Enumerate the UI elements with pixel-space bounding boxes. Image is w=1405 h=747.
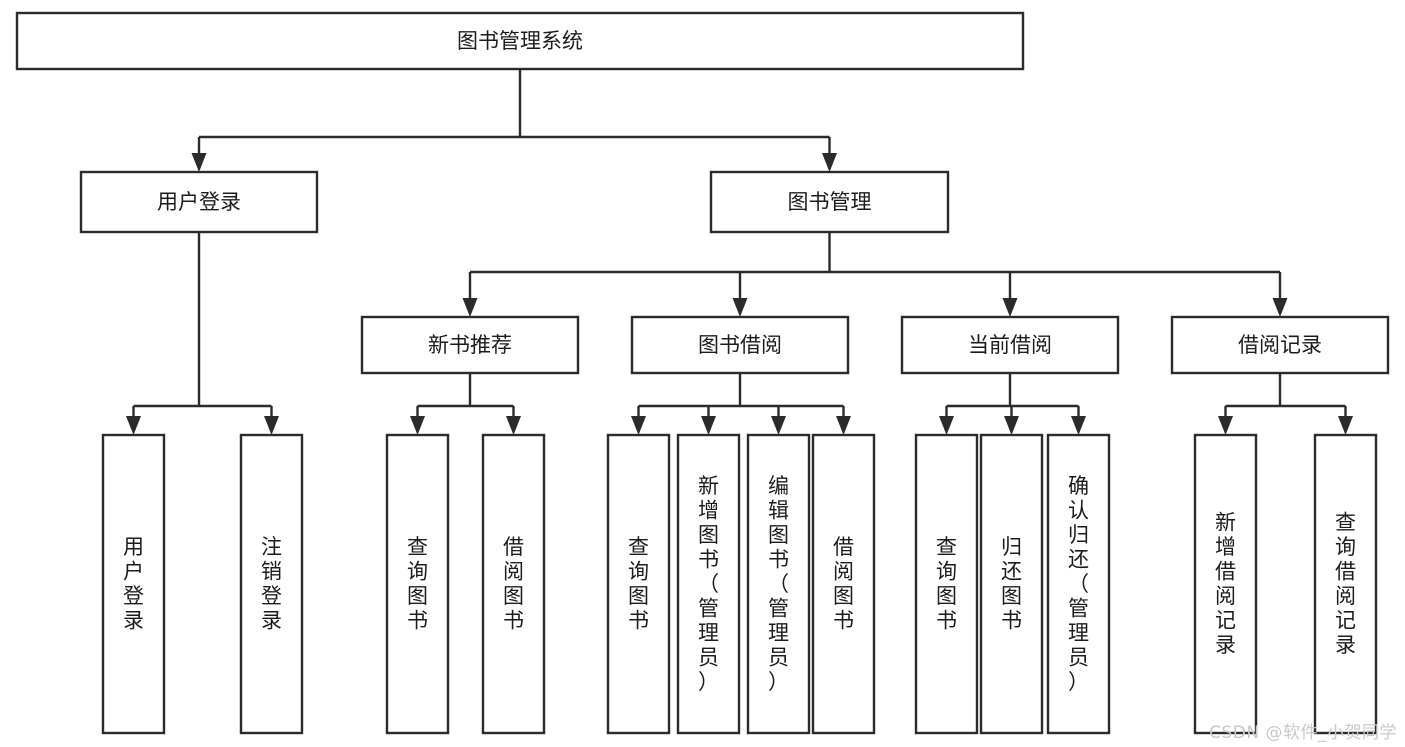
node-l3-借阅记录-label: 借阅记录 <box>1238 333 1322 357</box>
edge-arrowhead <box>506 416 521 435</box>
edge-arrowhead <box>1004 416 1019 435</box>
node-leaf-5-新增图书管理员[interactable]: 新增图书（管理员） <box>676 433 741 735</box>
node-root-图书管理系统-label: 图书管理系统 <box>457 29 583 53</box>
node-leaf-5-新增图书管理员-label: 新增图书（管理员） <box>698 474 719 694</box>
node-root-图书管理系统-box <box>15 11 1025 71</box>
node-leaf-2-查询图书-box <box>385 433 450 735</box>
node-leaf-1-注销登录-label: 注销登录 <box>261 535 282 633</box>
node-leaf-3-借阅图书-box <box>481 433 546 735</box>
node-leaf-0-用户登录-box <box>101 433 166 735</box>
edge-arrowhead <box>939 416 954 435</box>
node-leaf-0-用户登录-label: 用户登录 <box>123 535 144 633</box>
node-leaf-4-查询图书-label: 查询图书 <box>628 535 649 633</box>
node-leaf-12-查询借阅记录-box <box>1313 433 1378 735</box>
node-leaf-7-借阅图书-label: 借阅图书 <box>833 535 854 633</box>
node-leaf-5-新增图书管理员-box <box>676 433 741 735</box>
node-leaf-12-查询借阅记录[interactable]: 查询借阅记录 <box>1313 433 1378 735</box>
node-leaf-8-查询图书-box <box>914 433 979 735</box>
node-leaf-6-编辑图书管理员-label: 编辑图书（管理员） <box>768 474 789 694</box>
node-l3-当前借阅-box <box>900 315 1120 375</box>
node-leaf-11-新增借阅记录-box <box>1193 433 1258 735</box>
node-leaf-10-确认归还管理员-box <box>1046 433 1111 735</box>
node-leaf-6-编辑图书管理员[interactable]: 编辑图书（管理员） <box>746 433 811 735</box>
edge-arrowhead <box>631 416 646 435</box>
edge-arrowhead <box>191 153 207 172</box>
edge-arrowhead <box>1218 416 1233 435</box>
edge-arrowhead <box>462 298 478 317</box>
node-leaf-7-借阅图书-box <box>811 433 876 735</box>
node-leaf-3-借阅图书-label: 借阅图书 <box>503 535 524 633</box>
node-leaf-9-归还图书-label: 归还图书 <box>1001 535 1022 633</box>
edge-arrowhead <box>264 416 279 435</box>
edge-arrowhead <box>822 153 837 172</box>
node-leaf-2-查询图书[interactable]: 查询图书 <box>385 433 450 735</box>
node-leaf-1-注销登录[interactable]: 注销登录 <box>239 433 304 735</box>
edge-arrowhead <box>771 416 786 435</box>
edge-arrowhead <box>1338 416 1353 435</box>
edge-arrowhead <box>126 416 141 435</box>
node-leaf-10-确认归还管理员-label: 确认归还（管理员） <box>1068 474 1089 694</box>
edge-arrowhead <box>410 416 425 435</box>
node-leaf-3-借阅图书[interactable]: 借阅图书 <box>481 433 546 735</box>
node-leaf-4-查询图书[interactable]: 查询图书 <box>606 433 671 735</box>
edge-arrowhead <box>1002 298 1018 317</box>
node-l3-当前借阅[interactable]: 当前借阅 <box>900 315 1120 375</box>
node-l3-图书借阅[interactable]: 图书借阅 <box>630 315 850 375</box>
node-leaf-1-注销登录-box <box>239 433 304 735</box>
edges-layer <box>126 69 1353 435</box>
node-l2-图书管理[interactable]: 图书管理 <box>709 170 950 234</box>
node-l3-借阅记录[interactable]: 借阅记录 <box>1170 315 1390 375</box>
node-leaf-10-确认归还管理员[interactable]: 确认归还（管理员） <box>1046 433 1111 735</box>
nodes-layer: 图书管理系统用户登录图书管理新书推荐图书借阅当前借阅借阅记录用户登录注销登录查询… <box>15 11 1390 735</box>
edge-arrowhead <box>701 416 716 435</box>
node-l3-借阅记录-box <box>1170 315 1390 375</box>
node-leaf-4-查询图书-box <box>606 433 671 735</box>
node-l3-新书推荐[interactable]: 新书推荐 <box>360 315 580 375</box>
node-leaf-6-编辑图书管理员-box <box>746 433 811 735</box>
node-root-图书管理系统[interactable]: 图书管理系统 <box>15 11 1025 71</box>
node-l2-图书管理-label: 图书管理 <box>788 190 872 214</box>
node-leaf-2-查询图书-label: 查询图书 <box>407 535 428 633</box>
edge-arrowhead <box>1071 416 1086 435</box>
node-leaf-11-新增借阅记录-label: 新增借阅记录 <box>1215 511 1236 658</box>
node-leaf-9-归还图书-box <box>979 433 1044 735</box>
node-l3-新书推荐-box <box>360 315 580 375</box>
node-l2-用户登录-label: 用户登录 <box>157 190 241 214</box>
node-leaf-8-查询图书[interactable]: 查询图书 <box>914 433 979 735</box>
node-l3-当前借阅-label: 当前借阅 <box>968 333 1052 357</box>
node-leaf-7-借阅图书[interactable]: 借阅图书 <box>811 433 876 735</box>
node-l3-图书借阅-label: 图书借阅 <box>698 333 782 357</box>
node-l2-用户登录[interactable]: 用户登录 <box>79 170 319 234</box>
node-leaf-12-查询借阅记录-label: 查询借阅记录 <box>1335 511 1356 658</box>
edge-arrowhead <box>732 298 748 317</box>
node-leaf-8-查询图书-label: 查询图书 <box>936 535 957 633</box>
node-l2-图书管理-box <box>709 170 950 234</box>
node-leaf-9-归还图书[interactable]: 归还图书 <box>979 433 1044 735</box>
node-l2-用户登录-box <box>79 170 319 234</box>
node-l3-新书推荐-label: 新书推荐 <box>428 333 512 357</box>
node-leaf-11-新增借阅记录[interactable]: 新增借阅记录 <box>1193 433 1258 735</box>
node-l3-图书借阅-box <box>630 315 850 375</box>
edge-arrowhead <box>836 416 851 435</box>
edge-arrowhead <box>1272 298 1288 317</box>
node-leaf-0-用户登录[interactable]: 用户登录 <box>101 433 166 735</box>
